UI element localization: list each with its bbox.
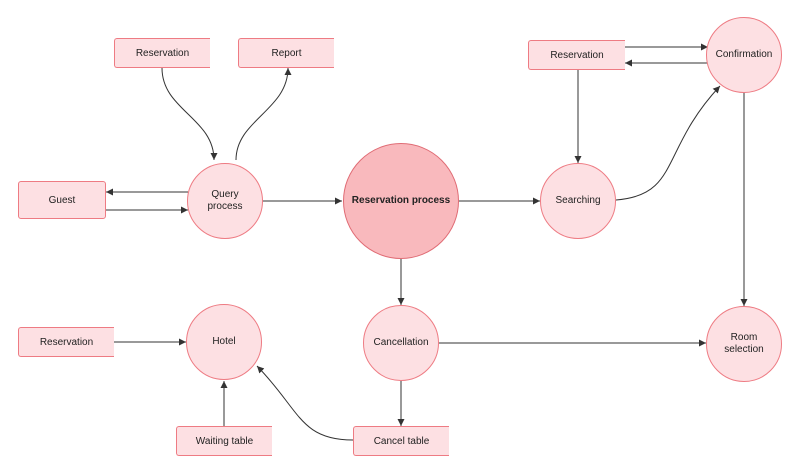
node-label: Confirmation	[715, 49, 773, 60]
node-query-process[interactable]: Query process	[187, 163, 263, 239]
node-report[interactable]: Report	[238, 38, 334, 68]
edge-cancel-table-to-hotel	[256, 365, 354, 441]
edge-reservation-to-query	[161, 67, 218, 161]
node-label: Reservation	[135, 47, 190, 59]
node-waiting-table[interactable]: Waiting table	[176, 426, 272, 456]
node-reservation-process[interactable]: Reservation process	[343, 143, 459, 259]
node-room-selection[interactable]: Room selection	[706, 306, 782, 382]
node-label: Searching	[555, 195, 601, 206]
node-label: Reservation	[39, 336, 94, 348]
node-hotel[interactable]: Hotel	[186, 304, 262, 380]
node-label: Report	[271, 47, 302, 59]
node-label: Cancellation	[373, 337, 429, 348]
node-cancel-table[interactable]: Cancel table	[353, 426, 449, 456]
node-cancellation[interactable]: Cancellation	[363, 305, 439, 381]
node-reservation-top-left[interactable]: Reservation	[114, 38, 210, 68]
node-reservation-bottom-left[interactable]: Reservation	[18, 327, 114, 357]
node-label: Query process	[207, 189, 243, 212]
node-label: Room selection	[724, 332, 764, 355]
node-searching[interactable]: Searching	[540, 163, 616, 239]
node-label: Reservation	[550, 49, 604, 61]
edge-searching-to-confirmation	[615, 85, 721, 201]
node-label: Hotel	[212, 336, 236, 347]
node-label: Waiting table	[195, 435, 254, 447]
edge-query-to-report	[235, 67, 292, 161]
node-label: Guest	[48, 194, 76, 206]
node-confirmation[interactable]: Confirmation	[706, 17, 782, 93]
node-guest[interactable]: Guest	[18, 181, 106, 219]
node-label: Cancel table	[373, 435, 430, 447]
node-reservation-top-right[interactable]: Reservation	[528, 40, 625, 70]
node-label: Reservation process	[351, 195, 451, 206]
